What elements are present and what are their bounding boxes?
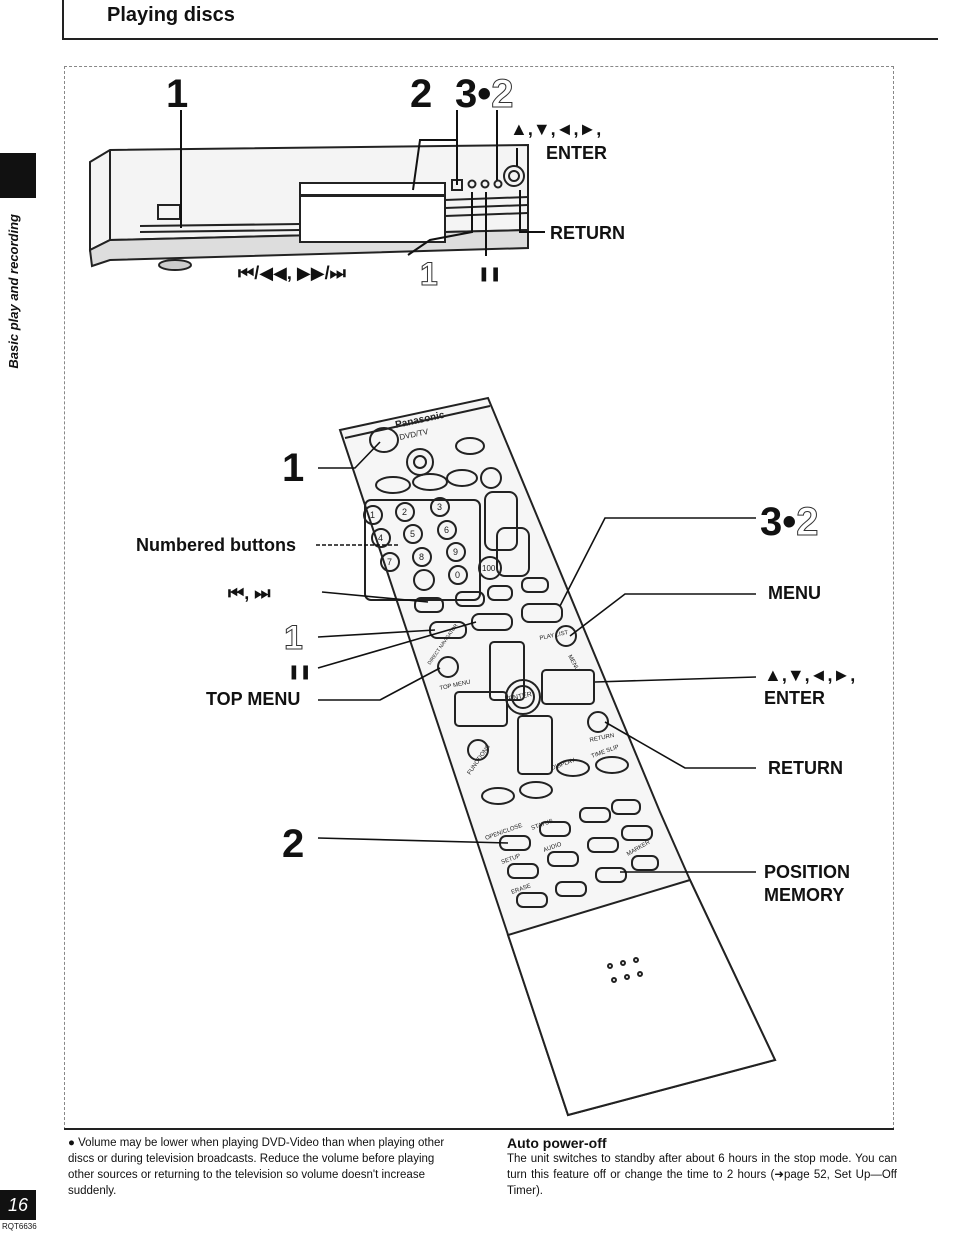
remote-step-3-main: 3 bbox=[760, 500, 783, 544]
header-tick bbox=[62, 0, 64, 40]
remote-step-1: 1 bbox=[282, 446, 305, 490]
remote-key-6: 6 bbox=[444, 525, 449, 535]
remote-enter-key: ENTER bbox=[508, 691, 533, 703]
remote-control-illustration bbox=[338, 396, 777, 1117]
recorder-play-icon: 1 bbox=[420, 256, 439, 293]
recorder-return-label: RETURN bbox=[550, 223, 625, 243]
remote-key-8: 8 bbox=[419, 552, 424, 562]
dvd-recorder-illustration bbox=[88, 143, 529, 271]
remote-key-1: 1 bbox=[370, 510, 375, 520]
auto-power-off-heading: Auto power-off bbox=[507, 1135, 607, 1151]
volume-note: ● Volume may be lower when playing DVD-V… bbox=[68, 1137, 445, 1197]
recorder-step-1: 1 bbox=[166, 72, 189, 116]
remote-arrows-label: ▲,▼,◄,►, bbox=[764, 665, 856, 685]
recorder-callout-lines bbox=[180, 110, 545, 256]
remote-key-2: 2 bbox=[402, 507, 407, 517]
step-dot: • bbox=[782, 500, 797, 544]
remote-key-3: 3 bbox=[437, 502, 442, 512]
recorder-step-3: 3•2 bbox=[455, 72, 514, 116]
recorder-pause-label: ❚❚ bbox=[478, 265, 502, 281]
auto-power-off-body: The unit switches to standby after about… bbox=[507, 1153, 897, 1197]
top-menu-label: TOP MENU bbox=[206, 689, 301, 709]
recorder-step-2: 2 bbox=[410, 72, 433, 116]
memory-label: MEMORY bbox=[764, 885, 845, 905]
document-code: RQT6636 bbox=[2, 1222, 37, 1231]
remote-return-label: RETURN bbox=[589, 733, 615, 744]
step-dot: • bbox=[477, 72, 492, 116]
remote-key-0: 0 bbox=[455, 570, 460, 580]
bottom-rule bbox=[64, 1128, 894, 1130]
recorder-arrows-label: ▲,▼,◄,►, bbox=[510, 119, 602, 139]
remote-play-list: PLAY LIST bbox=[539, 630, 569, 642]
recorder-step-3-sub: 2 bbox=[491, 72, 514, 116]
header-rule bbox=[62, 38, 938, 40]
recorder-enter-label: ENTER bbox=[546, 143, 608, 163]
page-title: Playing discs bbox=[107, 4, 235, 26]
auto-power-off-note: Auto power-off The unit switches to stan… bbox=[507, 1135, 897, 1199]
remote-callout-lines bbox=[316, 441, 757, 873]
remote-play-icon: 1 bbox=[284, 619, 304, 658]
recorder-step-3-main: 3 bbox=[455, 72, 478, 116]
remote-key-7: 7 bbox=[387, 557, 392, 567]
remote-key-100: 100 bbox=[482, 564, 496, 573]
remote-return-label: RETURN bbox=[768, 758, 843, 778]
remote-enter-label: ENTER bbox=[764, 688, 826, 708]
remote-key-4: 4 bbox=[378, 533, 383, 543]
page-number: 16 bbox=[0, 1190, 36, 1220]
remote-step-2: 2 bbox=[282, 822, 305, 866]
remote-key-5: 5 bbox=[410, 529, 415, 539]
remote-step-3: 3•2 bbox=[760, 500, 819, 544]
section-marker bbox=[0, 153, 36, 198]
remote-pause-label: ❚❚ bbox=[288, 663, 312, 679]
recorder-skip-search-label: ⏮/◀◀, ▶▶/⏭ bbox=[238, 263, 346, 283]
numbered-buttons-label: Numbered buttons bbox=[136, 535, 296, 555]
remote-key-9: 9 bbox=[453, 547, 458, 557]
remote-skip-label: ⏮, ⏭ bbox=[228, 583, 271, 603]
position-label: POSITION bbox=[764, 862, 851, 882]
remote-step-3-sub: 2 bbox=[796, 500, 819, 544]
menu-label: MENU bbox=[768, 583, 821, 603]
